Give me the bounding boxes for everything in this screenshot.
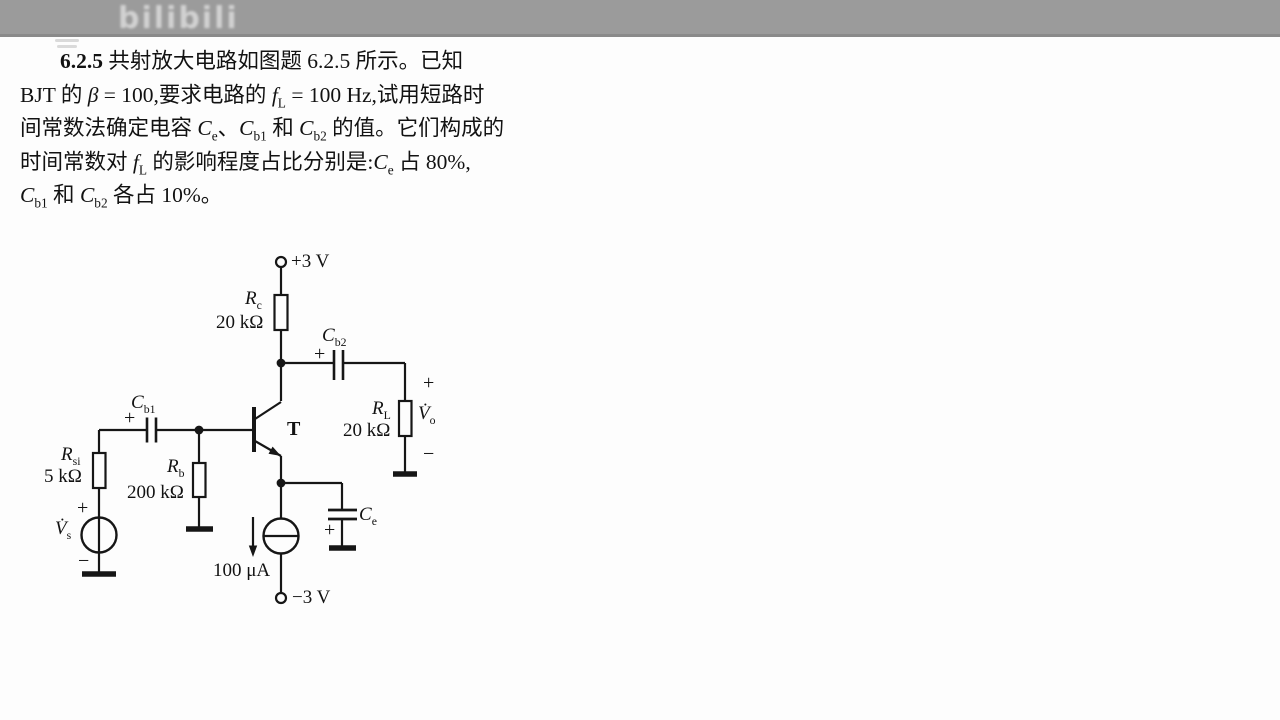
- cb2-polarity-plus: +: [314, 343, 326, 365]
- resistor-rl: [397, 399, 413, 438]
- resistor-rb: [191, 461, 207, 499]
- supply-bottom-label: −3 V: [292, 587, 331, 608]
- current-arrow-head: [248, 545, 258, 557]
- vs-plus: +: [77, 497, 89, 519]
- ce-polarity-plus: +: [324, 519, 336, 541]
- player-top-bar: [0, 0, 1280, 37]
- supply-bottom-terminal: [274, 591, 288, 605]
- vo-plus: +: [423, 372, 435, 394]
- problem-text: 6.2.5 共射放大电路如图题 6.2.5 所示。已知 BJT 的 β = 10…: [20, 45, 510, 213]
- scan-smudge: [57, 45, 77, 48]
- supply-top-terminal: [274, 255, 288, 269]
- rc-value: 20 kΩ: [216, 312, 264, 333]
- source-vs: [80, 516, 118, 554]
- problem-line-1: 6.2.5 共射放大电路如图题 6.2.5 所示。已知: [60, 49, 464, 73]
- resistor-rsi: [91, 451, 107, 490]
- problem-line-5: Cb1 和 Cb2 各占 10%。: [20, 183, 223, 211]
- bilibili-watermark: bilibili: [118, 1, 239, 36]
- current-source-value: 100 μA: [213, 560, 271, 581]
- supply-top-label: +3 V: [291, 251, 330, 272]
- rb-value: 200 kΩ: [127, 482, 184, 503]
- rc-label: Rc: [245, 288, 262, 312]
- cb1-label: Cb1: [131, 392, 156, 416]
- junction-dot: [194, 425, 204, 435]
- junction-dot: [276, 358, 286, 368]
- cb1-polarity-plus: +: [124, 407, 136, 429]
- transistor-collector: [254, 401, 282, 420]
- problem-line-3: 间常数法确定电容 Ce、Cb1 和 Cb2 的值。它们构成的: [20, 116, 505, 144]
- cb2-label: Cb2: [322, 325, 347, 349]
- rb-label: Rb: [167, 456, 185, 480]
- problem-line-4: 时间常数对 fL 的影响程度占比分别是:Ce 占 80%,: [20, 149, 471, 177]
- rl-label: RL: [372, 398, 391, 422]
- rsi-label: Rsi: [61, 444, 81, 468]
- vo-minus: −: [423, 443, 435, 465]
- problem-line-2: BJT 的 β = 100,要求电路的 fL = 100 Hz,试用短路时: [20, 82, 485, 110]
- vs-minus: −: [78, 550, 90, 572]
- transistor-label: T: [287, 418, 301, 440]
- ce-label: Ce: [359, 504, 377, 528]
- rsi-value: 5 kΩ: [44, 466, 82, 487]
- rl-value: 20 kΩ: [343, 420, 391, 441]
- emitter-arrow: [268, 446, 281, 456]
- vs-label: V̇s: [55, 518, 72, 542]
- scan-smudge: [55, 39, 79, 42]
- resistor-rc: [273, 293, 289, 332]
- junction-dot: [276, 478, 286, 488]
- vo-label: V̇o: [418, 403, 436, 427]
